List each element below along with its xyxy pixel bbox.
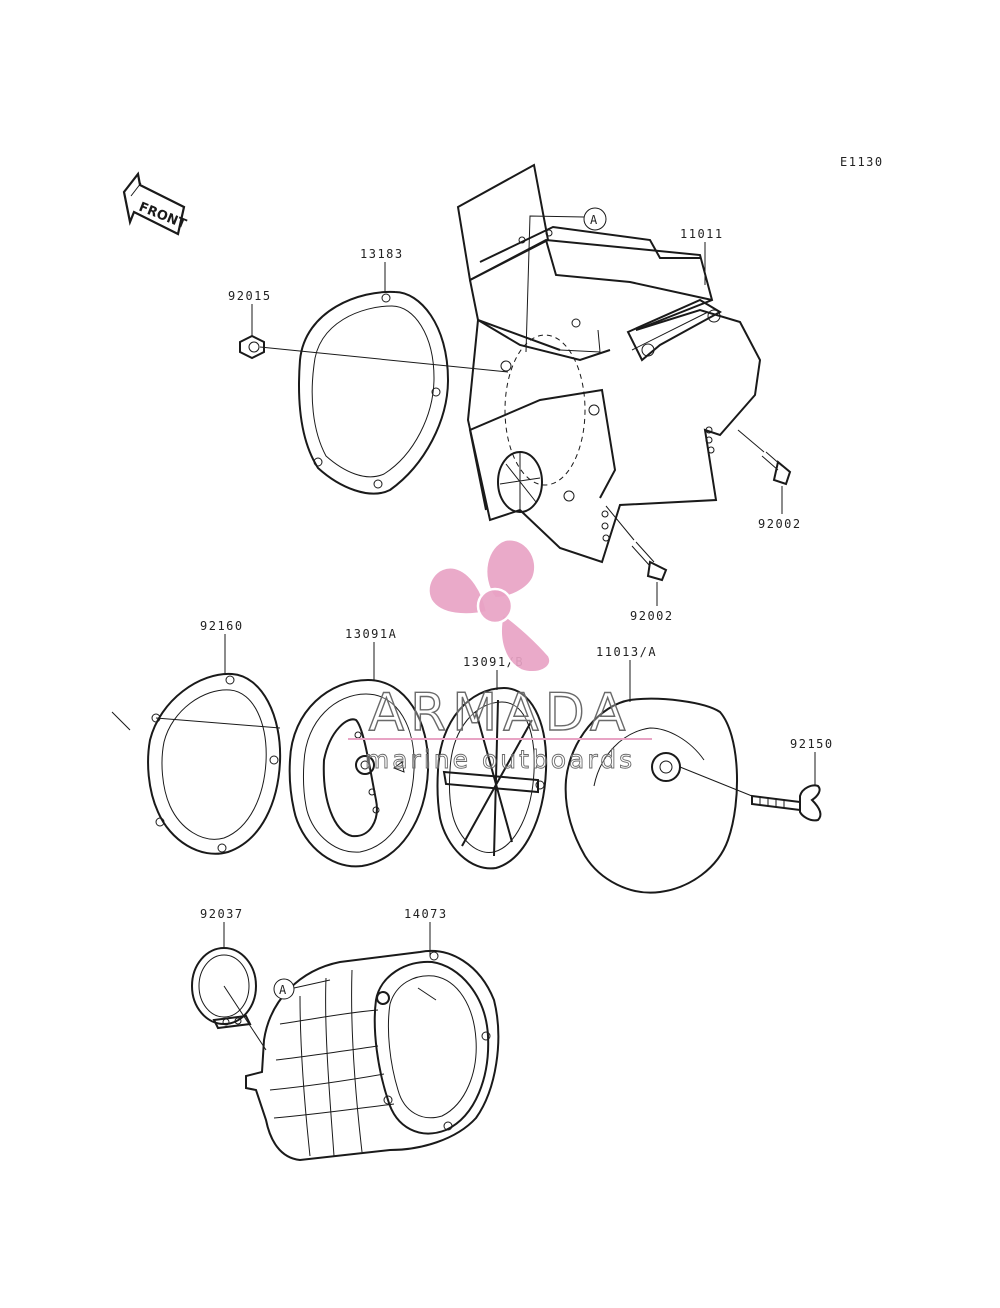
label-11013a: 11013/A bbox=[596, 645, 657, 659]
label-13091a: 13091A bbox=[345, 627, 397, 641]
callout-a-top: A bbox=[525, 207, 607, 353]
clamp-92037 bbox=[191, 947, 267, 1051]
label-13183: 13183 bbox=[360, 247, 404, 261]
label-14073: 14073 bbox=[404, 907, 448, 921]
front-arrow-icon: FRONT bbox=[122, 171, 188, 236]
label-92150: 92150 bbox=[790, 737, 834, 751]
filter-element-13091a bbox=[288, 678, 430, 868]
bolt-92002-right bbox=[737, 429, 792, 486]
armada-propeller-logo-icon bbox=[427, 538, 552, 674]
callout-a-bottom-label: A bbox=[279, 983, 288, 997]
wing-bolt-92150 bbox=[751, 784, 822, 822]
air-duct-14073 bbox=[245, 949, 500, 1162]
label-92037: 92037 bbox=[200, 907, 244, 921]
label-11011: 11011 bbox=[680, 227, 724, 241]
gasket-13183 bbox=[298, 290, 450, 495]
nut-92015 bbox=[239, 334, 509, 373]
watermark-title: ARMADA bbox=[369, 683, 632, 743]
watermark-subtitle: marine outboards bbox=[365, 745, 635, 774]
label-92160: 92160 bbox=[200, 619, 244, 633]
gasket-92160 bbox=[147, 672, 282, 855]
callout-a-label: A bbox=[590, 213, 599, 227]
air-duct-housing bbox=[456, 163, 762, 564]
filter-frame-13091b bbox=[436, 686, 548, 870]
diagram-code: E1130 bbox=[840, 155, 884, 169]
callout-a-bottom: A bbox=[273, 978, 331, 1000]
label-92015: 92015 bbox=[228, 289, 272, 303]
bolt-92002-bottom bbox=[605, 505, 668, 582]
label-92002-bottom: 92002 bbox=[630, 609, 674, 623]
label-92002-right: 92002 bbox=[758, 517, 802, 531]
